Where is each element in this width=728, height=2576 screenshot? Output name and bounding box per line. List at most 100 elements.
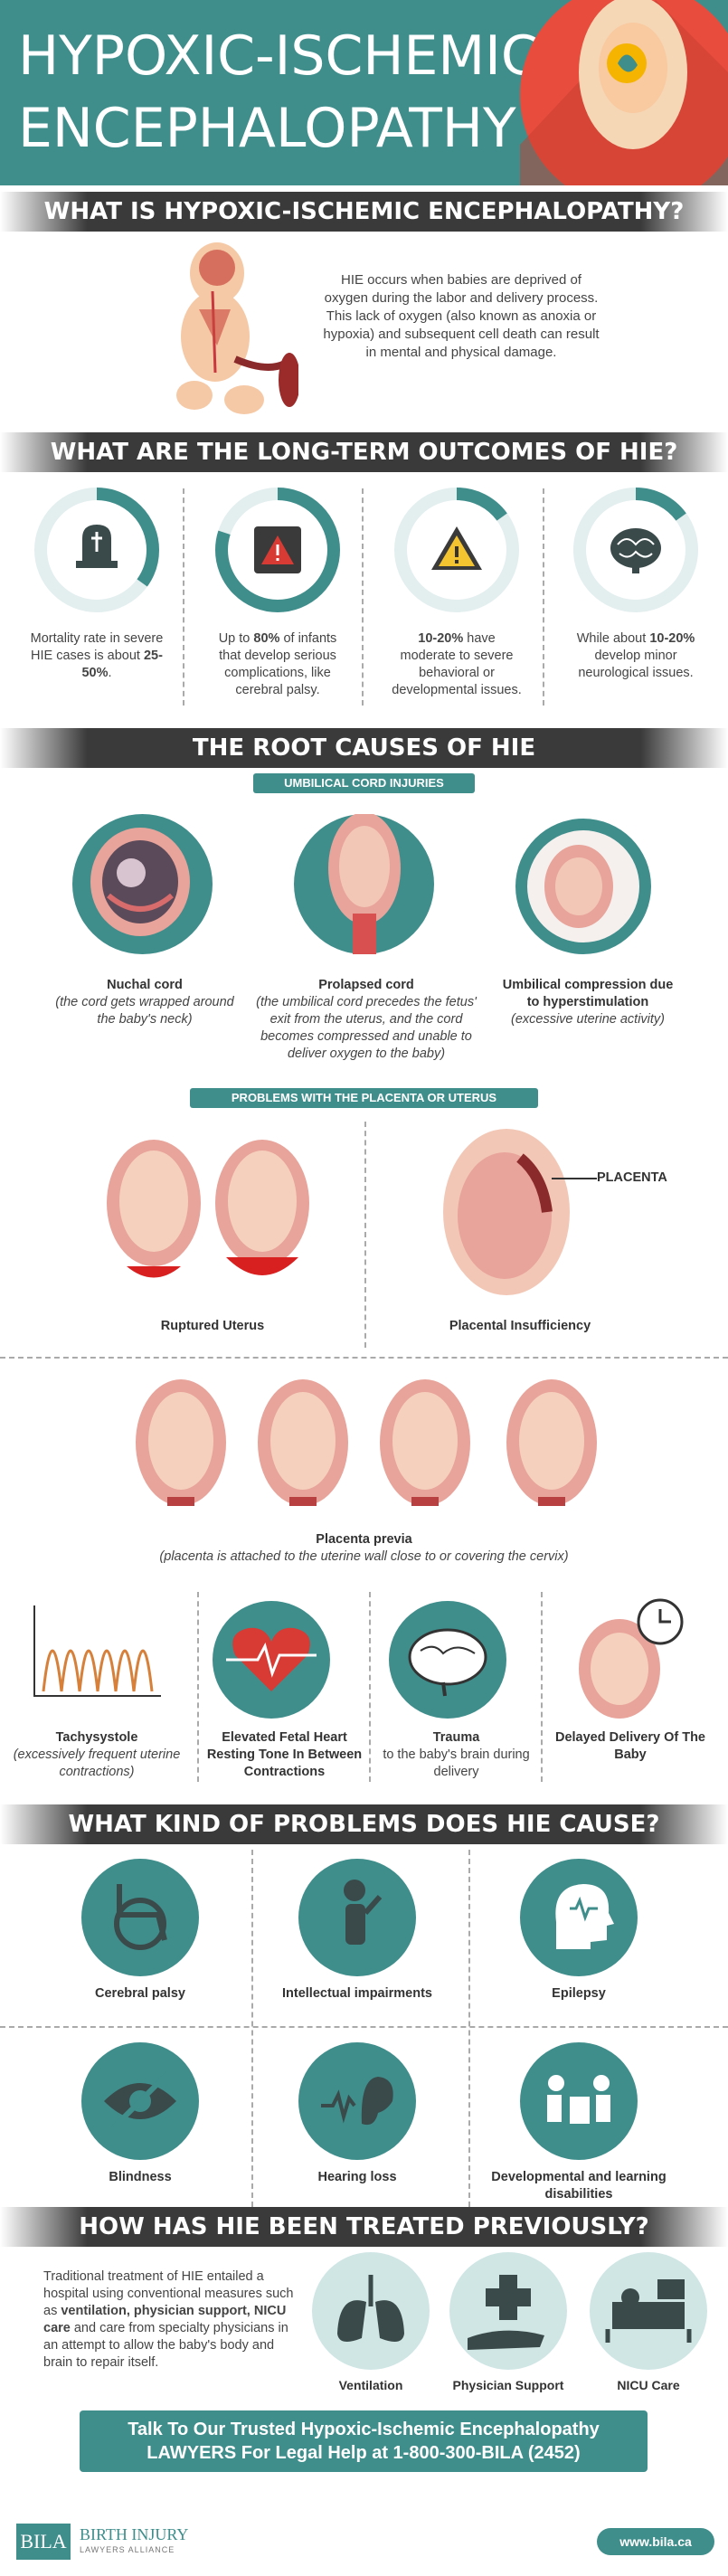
outcome-text: Up to 80% of infants that develop seriou… <box>210 630 345 699</box>
delayed-delivery-illustration <box>570 1596 687 1719</box>
treatment-text-pre: Traditional treatment of HIE entailed a … <box>43 2269 294 2318</box>
section-heading-text: WHAT ARE THE LONG-TERM OUTCOMES OF HIE? <box>50 439 678 466</box>
divider <box>197 1592 199 1782</box>
what-is-hie-text: HIE occurs when babies are deprived of o… <box>323 272 600 360</box>
trauma-title: Trauma <box>432 1730 480 1745</box>
head-epilepsy-icon <box>555 1884 614 1949</box>
placenta-pointer <box>552 1178 597 1179</box>
ruptured-uterus-label: Ruptured Uterus <box>160 1319 265 1333</box>
divider <box>468 1850 470 2207</box>
section-heading-text: HOW HAS HIE BEEN TREATED PREVIOUSLY? <box>79 2213 649 2240</box>
cta-line-2: LAWYERS For Legal Help at 1-800-300-BILA… <box>147 2443 581 2463</box>
header-fetus-illustration <box>520 0 728 185</box>
warning-yellow-icon <box>431 526 482 570</box>
section-heading-what-is: WHAT IS HYPOXIC-ISCHEMIC ENCEPHALOPATHY? <box>0 192 728 232</box>
problem-circle <box>298 2042 416 2160</box>
placental-insufficiency-label: Placental Insufficiency <box>449 1319 591 1333</box>
section-heading-treatment: HOW HAS HIE BEEN TREATED PREVIOUSLY? <box>0 2207 728 2247</box>
divider <box>364 1122 366 1348</box>
outcome-text-bold: 10-20% <box>418 631 464 646</box>
outcome-text-post: develop minor neurological issues. <box>578 649 694 680</box>
compression-desc: (excessive uterine activity) <box>510 1012 666 1027</box>
section-heading-problems: WHAT KIND OF PROBLEMS DOES HIE CAUSE? <box>0 1804 728 1844</box>
nicu-care-label: NICU Care <box>617 2378 680 2392</box>
outcome-text-post: of infants that develop serious complica… <box>219 631 337 697</box>
divider <box>543 488 544 706</box>
section-heading-outcomes: WHAT ARE THE LONG-TERM OUTCOMES OF HIE? <box>0 432 728 472</box>
ruptured-uterus-illustration <box>107 1140 309 1278</box>
delayed-delivery-label: Delayed Delivery Of The Baby <box>554 1730 705 1762</box>
nicu-care-circle <box>590 2252 707 2370</box>
previa-title: Placenta previa <box>316 1532 412 1547</box>
tachysystole-chart-icon <box>33 1605 161 1697</box>
divider <box>183 488 184 706</box>
outcome-text: 10-20% have moderate to severe behaviora… <box>389 630 525 699</box>
website-link[interactable]: www.bila.ca <box>597 2528 714 2555</box>
section-heading-text: WHAT IS HYPOXIC-ISCHEMIC ENCEPHALOPATHY? <box>43 198 685 225</box>
divider <box>362 488 364 706</box>
nuchal-cord-title: Nuchal cord <box>107 978 183 992</box>
trauma-desc: to the baby's brain during delivery <box>383 1747 530 1779</box>
developmental-icon <box>547 2075 610 2124</box>
prolapsed-cord-caption: Prolapsed cord (the umbilical cord prece… <box>253 977 479 1063</box>
placenta-previa-illustration <box>136 1379 597 1506</box>
header-title: HYPOXIC-ISCHEMIC ENCEPHALOPATHY <box>18 20 539 165</box>
person-confused-icon <box>344 1880 383 1945</box>
section-heading-root-causes: THE ROOT CAUSES OF HIE <box>0 728 728 768</box>
nuchal-cord-desc: (the cord gets wrapped around the baby's… <box>55 995 234 1027</box>
outcome-item: 10-20% have moderate to severe behaviora… <box>389 482 525 699</box>
outcome-text: While about 10-20% develop minor neurolo… <box>568 630 704 682</box>
heart-rate-circle <box>213 1601 330 1719</box>
outcome-text-post: have moderate to severe behavioral or de… <box>392 631 522 697</box>
outcome-ring <box>215 488 340 612</box>
header-banner: HYPOXIC-ISCHEMIC ENCEPHALOPATHY <box>0 0 728 185</box>
outcome-ring <box>34 488 159 612</box>
baby-anatomy-illustration <box>176 242 298 414</box>
problem-label: Cerebral palsy <box>95 1986 185 2001</box>
title-line-1: HYPOXIC-ISCHEMIC <box>18 24 539 88</box>
problem-label: Hearing loss <box>317 2170 397 2184</box>
fetal-heart-label: Elevated Fetal Heart Resting Tone In Bet… <box>206 1730 363 1779</box>
outcome-text-bold: 25-50% <box>81 649 163 680</box>
subheading-cord: UMBILICAL CORD INJURIES <box>253 773 475 793</box>
outcome-text-pre: While about <box>576 631 650 646</box>
divider <box>369 1592 371 1782</box>
outcome-text-bold: 10-20% <box>649 631 695 646</box>
logo-brand-sub: LAWYERS ALLIANCE <box>80 2545 175 2554</box>
problem-label: Developmental and learning disabilities <box>491 2170 667 2202</box>
footer-logo[interactable]: BILA BIRTH INJURY LAWYERS ALLIANCE <box>16 2524 251 2560</box>
brain-icon <box>610 528 661 573</box>
wheelchair-icon <box>114 1884 167 1950</box>
problem-circle <box>81 1859 199 1976</box>
nuchal-cord-circle <box>72 814 213 954</box>
treatment-text: Traditional treatment of HIE entailed a … <box>43 2268 301 2372</box>
section-heading-text: THE ROOT CAUSES OF HIE <box>192 734 536 762</box>
prolapsed-cord-circle <box>294 812 434 954</box>
umbilical-compression-circle <box>515 819 651 954</box>
cta-banner[interactable]: Talk To Our Trusted Hypoxic-Ischemic Enc… <box>80 2410 648 2472</box>
outcome-text-pre: Mortality rate in severe HIE cases is ab… <box>30 631 164 663</box>
logo-mark: BILA <box>16 2524 71 2560</box>
logo-brand: BIRTH INJURY <box>80 2525 189 2543</box>
ventilation-label: Ventilation <box>338 2378 403 2392</box>
treatment-text-post: and care from specialty physicians in an… <box>43 2321 288 2370</box>
outcome-text-bold: 80% <box>253 631 280 646</box>
prolapsed-cord-desc: (the umbilical cord precedes the fetus' … <box>256 995 477 1061</box>
tachysystole-caption: Tachysystole (excessively frequent uteri… <box>11 1729 183 1781</box>
previa-desc: (placenta is attached to the uterine wal… <box>159 1549 569 1564</box>
trauma-caption: Trauma to the baby's brain during delive… <box>373 1729 540 1781</box>
divider <box>251 1850 253 2207</box>
compression-caption: Umbilical compression due to hyperstimul… <box>502 977 674 1028</box>
cta-line-1: Talk To Our Trusted Hypoxic-Ischemic Enc… <box>128 2420 600 2439</box>
problem-label: Blindness <box>109 2170 172 2184</box>
outcome-text-pre: Up to <box>218 631 254 646</box>
problem-circle <box>81 2042 199 2160</box>
outcome-item: Up to 80% of infants that develop seriou… <box>210 482 345 699</box>
problem-label: Epilepsy <box>552 1986 606 2001</box>
subheading-placenta: PROBLEMS WITH THE PLACENTA OR UTERUS <box>190 1088 538 1108</box>
divider <box>541 1592 543 1782</box>
placenta-label: PLACENTA <box>597 1170 667 1185</box>
problem-circle <box>298 1859 416 1976</box>
physician-support-label: Physician Support <box>452 2378 564 2392</box>
problem-circle <box>520 1859 638 1976</box>
